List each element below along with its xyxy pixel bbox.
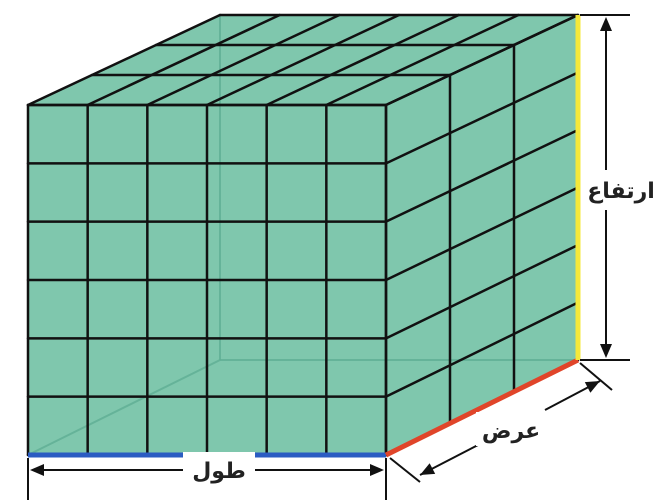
width-label-bg [476,412,546,446]
height-label: ارتفاع [587,179,655,204]
width-extension-front [389,457,421,483]
top-grid-depth [146,13,341,107]
right-grid-horizontal [384,13,580,107]
width-arrow-back [584,381,600,393]
width-arrow-front [420,463,436,475]
width-label: عرض [482,419,540,444]
width-extension-back [579,362,613,391]
hidden-depth-edge [27,359,221,456]
height-arrow-bottom [600,344,612,358]
cube-grid-lines [26,13,580,457]
height-label-bg [585,170,657,210]
length-label-group: طول [183,452,255,486]
height-arrow-top [600,17,612,31]
right-grid-horizontal [384,71,580,165]
right-grid-horizontal [384,301,580,398]
dimension-arrows [27,14,630,500]
top-grid-depth [26,13,222,107]
top-grid-depth [86,13,281,107]
top-grid-depth [205,13,401,107]
length-label: طول [192,459,246,484]
cube-faces [27,15,578,456]
length-arrow-left [30,464,44,476]
right-grid-horizontal [384,186,580,282]
width-edge [384,357,580,458]
length-label-bg [183,452,255,486]
top-grid-depth [325,13,520,107]
length-arrow-right [370,464,384,476]
width-label-group: عرض [476,412,546,446]
height-label-group: ارتفاع [585,170,657,210]
top-grid-depth [265,13,460,107]
right-grid-horizontal [384,128,580,223]
right-grid-horizontal [384,243,580,340]
